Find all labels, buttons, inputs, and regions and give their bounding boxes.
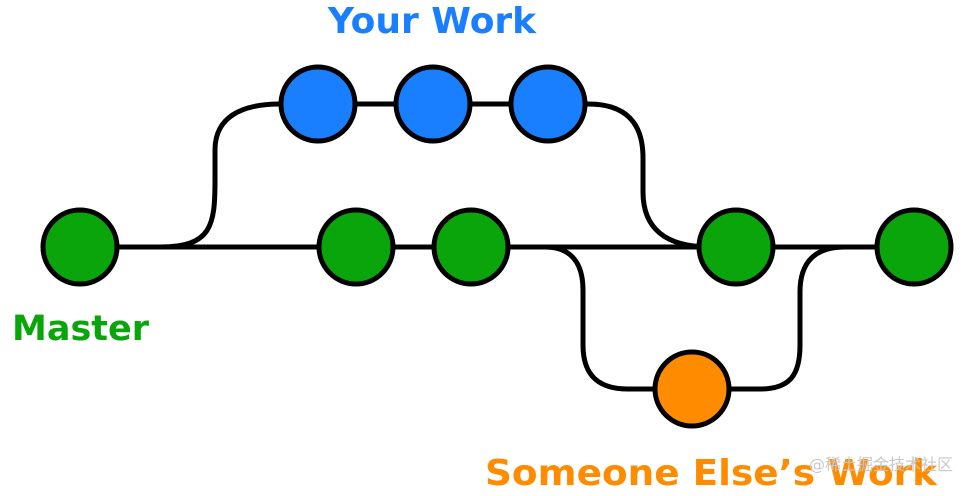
- commit-node-your-work-3: [508, 64, 588, 144]
- commit-node-your-work-2: [393, 64, 473, 144]
- master-label: Master: [12, 309, 150, 349]
- commit-node-master-3: [431, 207, 511, 287]
- commit-node-master-2: [316, 207, 396, 287]
- commit-node-your-work-1: [278, 64, 358, 144]
- someone-else-label: Someone Else’s Work: [485, 453, 938, 494]
- commit-node-master-final: [874, 207, 954, 287]
- commit-node-someone-else-1: [652, 349, 732, 429]
- your-work-label: Your Work: [327, 1, 537, 42]
- watermark-text: @稀土掘金技术社区: [809, 455, 953, 474]
- someone-else-branch-line: [542, 244, 848, 392]
- commits: [40, 64, 954, 429]
- commit-node-master-1: [40, 207, 120, 287]
- commit-node-master-merge: [696, 207, 776, 287]
